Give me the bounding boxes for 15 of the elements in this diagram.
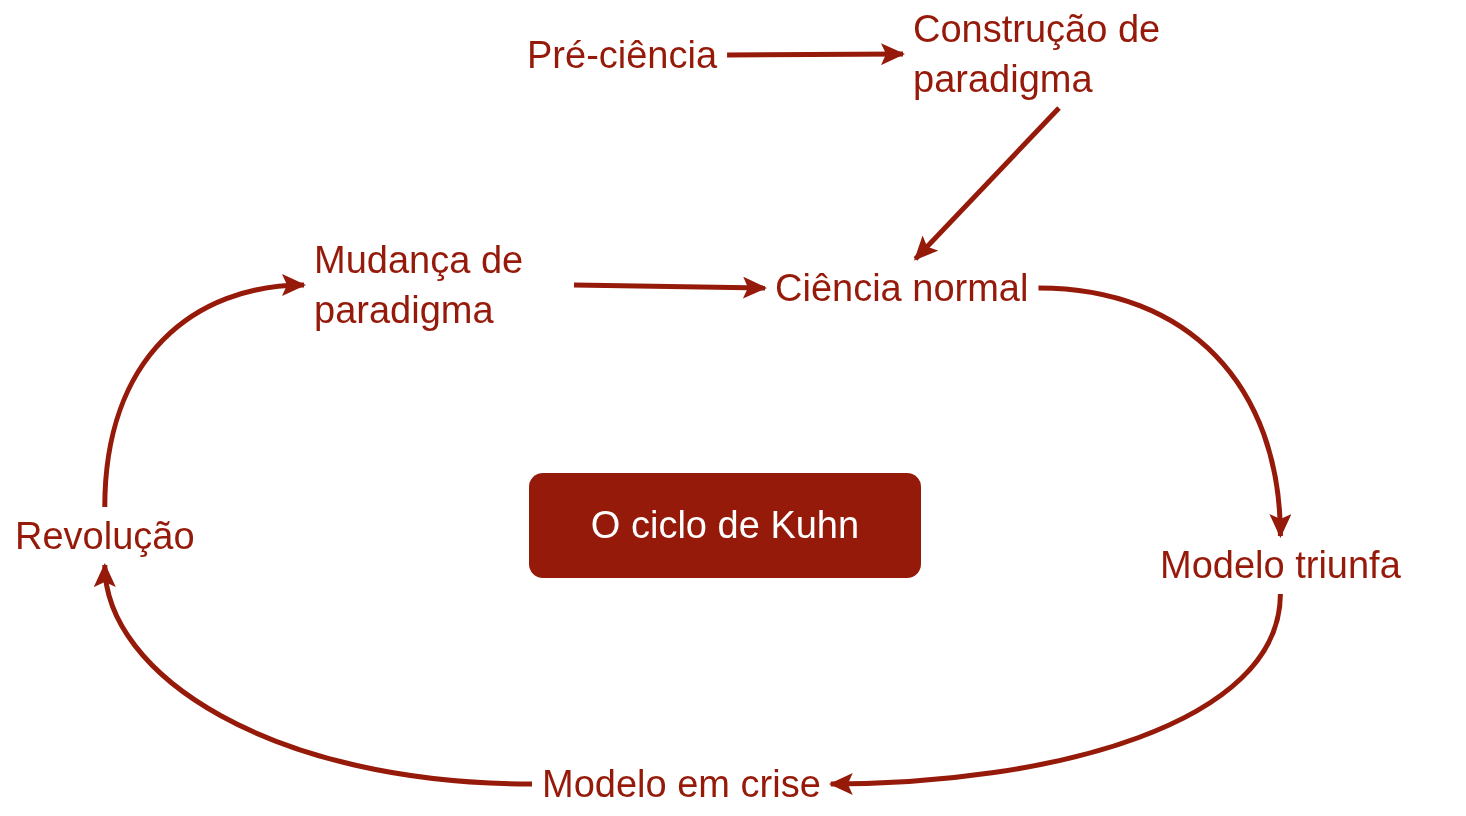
concept-label: Modelo em crise xyxy=(532,755,831,813)
concept-label: Pré-ciência xyxy=(517,26,728,84)
arrow xyxy=(96,563,533,787)
concept-label: Construção de paradigma xyxy=(903,0,1203,108)
arrow xyxy=(102,275,306,508)
concept-label: Revolução xyxy=(5,507,205,565)
arrow xyxy=(727,43,905,66)
concept-label: Modelo triunfa xyxy=(1150,536,1411,594)
arrow xyxy=(1038,285,1291,538)
arrow xyxy=(913,106,1061,261)
arrow xyxy=(828,593,1283,795)
concept-label: Ciência normal xyxy=(765,259,1039,317)
concept-label: Mudança de paradigma xyxy=(304,231,574,339)
title-box: O ciclo de Kuhn xyxy=(529,473,921,578)
arrow xyxy=(573,276,767,299)
